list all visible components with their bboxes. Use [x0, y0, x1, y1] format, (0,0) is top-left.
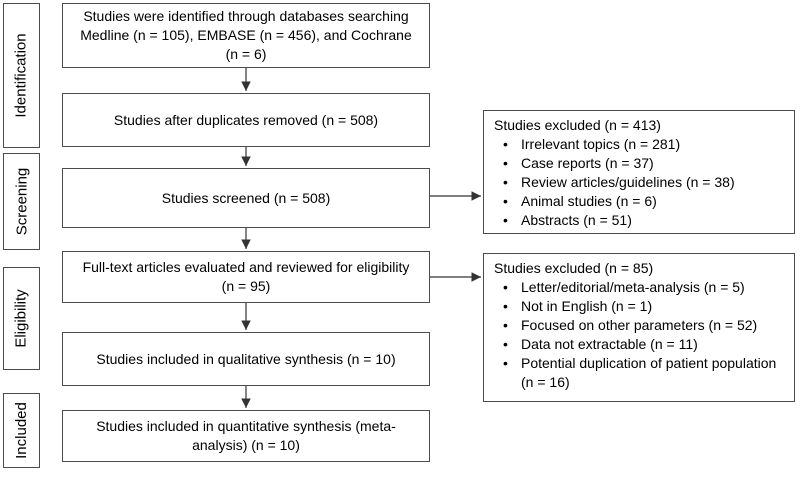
- exclusion-item: •Case reports (n = 37): [503, 155, 654, 171]
- bullet-icon: •: [503, 174, 508, 190]
- exclusion-item: •Focused on other parameters (n = 52): [503, 317, 758, 333]
- stage-box-eligibility: Eligibility: [3, 267, 40, 370]
- bullet-icon: •: [503, 336, 508, 352]
- exclusion-item: •Animal studies (n = 6): [503, 193, 657, 209]
- bullet-icon: •: [503, 136, 508, 152]
- exclusion-box-screening-list: •Irrelevant topics (n = 281) •Case repor…: [494, 135, 788, 230]
- flow-box-quantitative-synthesis: Studies included in quantitative synthes…: [62, 410, 430, 462]
- stage-box-identification: Identification: [3, 3, 40, 148]
- flow-box-fulltext-evaluated-text: Full-text articles evaluated and reviewe…: [82, 259, 410, 294]
- exclusion-item: •Potential duplication of patient popula…: [503, 355, 777, 390]
- exclusion-box-screening: Studies excluded (n = 413) •Irrelevant t…: [483, 110, 795, 234]
- stage-box-screening: Screening: [3, 153, 40, 250]
- bullet-icon: •: [503, 317, 508, 333]
- stage-label-included: Included: [13, 402, 30, 459]
- exclusion-item: •Abstracts (n = 51): [503, 212, 632, 228]
- flow-box-qualitative-synthesis: Studies included in qualitative synthesi…: [62, 332, 430, 386]
- flow-box-duplicates-removed: Studies after duplicates removed (n = 50…: [62, 93, 430, 147]
- stage-box-included: Included: [3, 393, 40, 468]
- flow-box-studies-screened: Studies screened (n = 508): [62, 168, 430, 228]
- flow-box-studies-screened-text: Studies screened (n = 508): [161, 189, 331, 206]
- flow-box-studies-identified-text: Studies were identified through database…: [80, 8, 412, 62]
- bullet-icon: •: [503, 298, 508, 314]
- flow-box-quantitative-synthesis-text: Studies included in quantitative synthes…: [96, 418, 396, 453]
- exclusion-item: •Not in English (n = 1): [503, 298, 653, 314]
- bullet-icon: •: [503, 155, 508, 171]
- bullet-icon: •: [503, 355, 508, 371]
- bullet-icon: •: [503, 212, 508, 228]
- bullet-icon: •: [503, 193, 508, 209]
- exclusion-box-screening-title: Studies excluded (n = 413): [494, 117, 661, 133]
- exclusion-item: •Irrelevant topics (n = 281): [503, 136, 681, 152]
- stage-label-eligibility: Eligibility: [13, 289, 31, 348]
- stage-label-screening: Screening: [13, 167, 31, 236]
- flow-box-fulltext-evaluated: Full-text articles evaluated and reviewe…: [62, 251, 430, 303]
- stage-label-identification: Identification: [13, 33, 31, 118]
- flow-box-studies-identified: Studies were identified through database…: [62, 3, 430, 68]
- flow-box-duplicates-removed-text: Studies after duplicates removed (n = 50…: [113, 111, 379, 128]
- exclusion-item: •Data not extractable (n = 11): [503, 336, 698, 352]
- exclusion-box-eligibility-title: Studies excluded (n = 85): [494, 260, 654, 276]
- exclusion-box-eligibility: Studies excluded (n = 85) •Letter/editor…: [483, 253, 795, 402]
- exclusion-item: •Letter/editorial/meta-analysis (n = 5): [503, 279, 745, 295]
- flow-box-qualitative-synthesis-text: Studies included in qualitative synthesi…: [96, 350, 396, 367]
- exclusion-box-eligibility-list: •Letter/editorial/meta-analysis (n = 5) …: [494, 278, 788, 392]
- bullet-icon: •: [503, 279, 508, 295]
- exclusion-item: •Review articles/guidelines (n = 38): [503, 174, 735, 190]
